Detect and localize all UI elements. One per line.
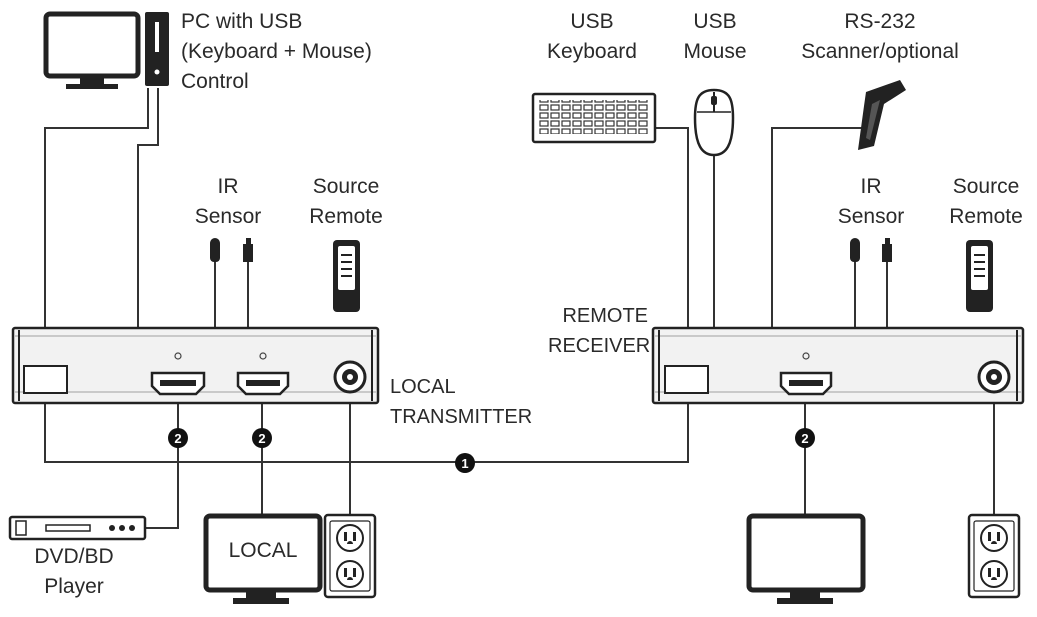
dvd-player-icon — [8, 515, 147, 541]
local-link-port — [23, 365, 68, 394]
source-remote-local-label: Source Remote — [296, 172, 396, 232]
source-remote-remote-label-line-2: Remote — [949, 205, 1023, 228]
pc-usb-cable-2 — [137, 88, 159, 328]
remote-power-outlet-icon — [967, 513, 1021, 599]
rs232-label-line-1: RS-232 — [844, 10, 916, 33]
local-transmitter — [11, 326, 380, 405]
dvd-player-label-line-2: Player — [44, 575, 104, 598]
remote-receiver — [651, 326, 1025, 405]
source-remote-local-icon — [333, 240, 360, 312]
rs232-label: RS-232 Scanner/optional — [775, 7, 985, 67]
source-remote-remote-label-line-1: Source — [952, 175, 1020, 198]
local-transmitter-label-line-1: LOCAL — [390, 376, 456, 398]
callout-hdmi-remote-monitor: 2 — [795, 428, 815, 448]
callout-hdmi-remote-monitor-number: 2 — [801, 431, 808, 446]
dvd-player-label: DVD/BD Player — [10, 542, 138, 602]
callout-hdmi-dvd-number: 2 — [174, 431, 181, 446]
scanner-cable — [771, 127, 863, 328]
rs232-scanner-icon — [858, 80, 906, 150]
local-transmitter-label-line-2: TRANSMITTER — [390, 406, 533, 428]
usb-keyboard-label-line-2: Keyboard — [547, 40, 637, 63]
ir-sensor-local-label-line-2: Sensor — [194, 205, 262, 228]
source-remote-remote-icon — [966, 240, 993, 312]
local-power-outlet-icon — [323, 513, 377, 599]
source-remote-local-label-line-1: Source — [312, 175, 380, 198]
keyboard-cable — [640, 127, 689, 328]
source-remote-local-label-line-2: Remote — [309, 205, 383, 228]
usb-mouse-label: USB Mouse — [670, 7, 760, 67]
pc-computer-icon — [43, 11, 169, 89]
pc-usb-cable-1 — [44, 88, 149, 328]
ir-sensor-local-label-line-1: IR — [217, 175, 239, 198]
dvd-player-label-line-1: DVD/BD — [34, 545, 114, 568]
remote-receiver-label: REMOTE RECEIVER — [548, 301, 651, 361]
callout-link: 1 — [455, 453, 475, 473]
ir-sensor-remote-icon — [850, 238, 892, 262]
ir-sensor-local-icon — [210, 238, 253, 262]
pc-label: PC with USB (Keyboard + Mouse) Control — [181, 7, 372, 97]
pc-label-line-2: (Keyboard + Mouse) — [181, 40, 372, 63]
rs232-label-line-2: Scanner/optional — [801, 40, 959, 63]
remote-receiver-label-line-2: RECEIVER — [548, 335, 651, 357]
local-transmitter-label: LOCAL TRANSMITTER — [390, 372, 532, 432]
ir-sensor-local-label: IR Sensor — [183, 172, 273, 232]
ir-sensor-remote-label-line-2: Sensor — [837, 205, 905, 228]
callout-link-number: 1 — [461, 456, 468, 471]
ir-sensor-remote-label-line-1: IR — [860, 175, 882, 198]
usb-mouse-label-line-1: USB — [693, 10, 737, 33]
pc-label-line-1: PC with USB — [181, 10, 303, 33]
usb-mouse-icon — [693, 88, 735, 157]
usb-keyboard-label-line-1: USB — [570, 10, 614, 33]
remote-monitor-icon — [746, 513, 866, 604]
local-monitor-icon — [203, 513, 323, 604]
cables — [44, 88, 995, 529]
remote-link-port — [664, 365, 709, 394]
usb-keyboard-icon — [531, 92, 657, 144]
source-remote-remote-label: Source Remote — [936, 172, 1036, 232]
link-cable — [44, 398, 689, 463]
usb-mouse-label-line-2: Mouse — [683, 40, 747, 63]
local-monitor-label: LOCAL — [228, 539, 298, 562]
pc-label-line-3: Control — [181, 70, 249, 93]
callout-hdmi-local-monitor: 2 — [252, 428, 272, 448]
ir-sensor-remote-label: IR Sensor — [826, 172, 916, 232]
callout-hdmi-dvd: 2 — [168, 428, 188, 448]
usb-keyboard-label: USB Keyboard — [530, 7, 654, 67]
callout-hdmi-local-monitor-number: 2 — [258, 431, 265, 446]
remote-receiver-label-line-1: REMOTE — [562, 305, 648, 327]
